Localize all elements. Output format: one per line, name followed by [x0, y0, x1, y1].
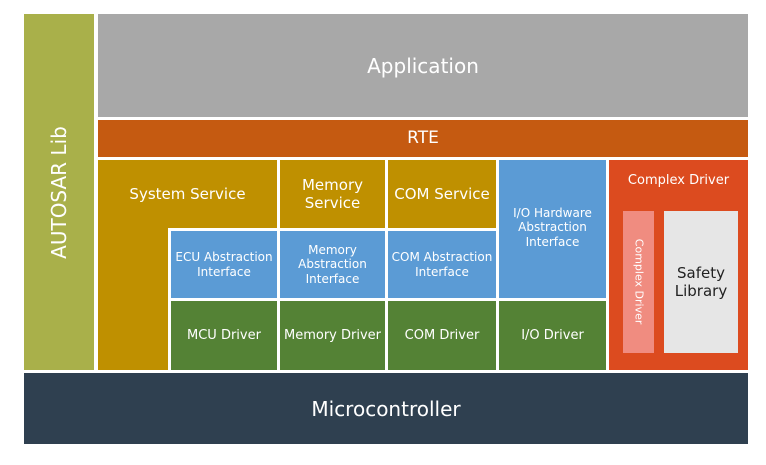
memory-abstraction-block: Memory Abstraction Interface: [280, 231, 385, 298]
system-service-block: System Service: [98, 160, 277, 228]
autosar-lib-block: AUTOSAR Lib: [24, 14, 94, 370]
com-abstraction-block: COM Abstraction Interface: [388, 231, 496, 298]
application-layer: Application: [98, 14, 748, 117]
complex-driver-title: Complex Driver: [627, 173, 730, 189]
memory-service-block: Memory Service: [280, 160, 385, 228]
complex-driver-vertical-block: Complex Driver: [623, 211, 654, 353]
rte-layer: RTE: [98, 120, 748, 157]
complex-driver-vertical-label: Complex Driver: [632, 239, 646, 325]
com-driver-block: COM Driver: [388, 301, 496, 370]
microcontroller-layer: Microcontroller: [24, 373, 748, 444]
safety-library-block: Safety Library: [664, 211, 738, 353]
autosar-lib-label: AUTOSAR Lib: [46, 125, 71, 259]
io-driver-block: I/O Driver: [499, 301, 606, 370]
ecu-abstraction-block: ECU Abstraction Interface: [171, 231, 277, 298]
com-service-block: COM Service: [388, 160, 496, 228]
memory-driver-block: Memory Driver: [280, 301, 385, 370]
mcu-driver-block: MCU Driver: [171, 301, 277, 370]
io-hardware-abstraction-block: I/O Hardware Abstraction Interface: [499, 160, 606, 298]
